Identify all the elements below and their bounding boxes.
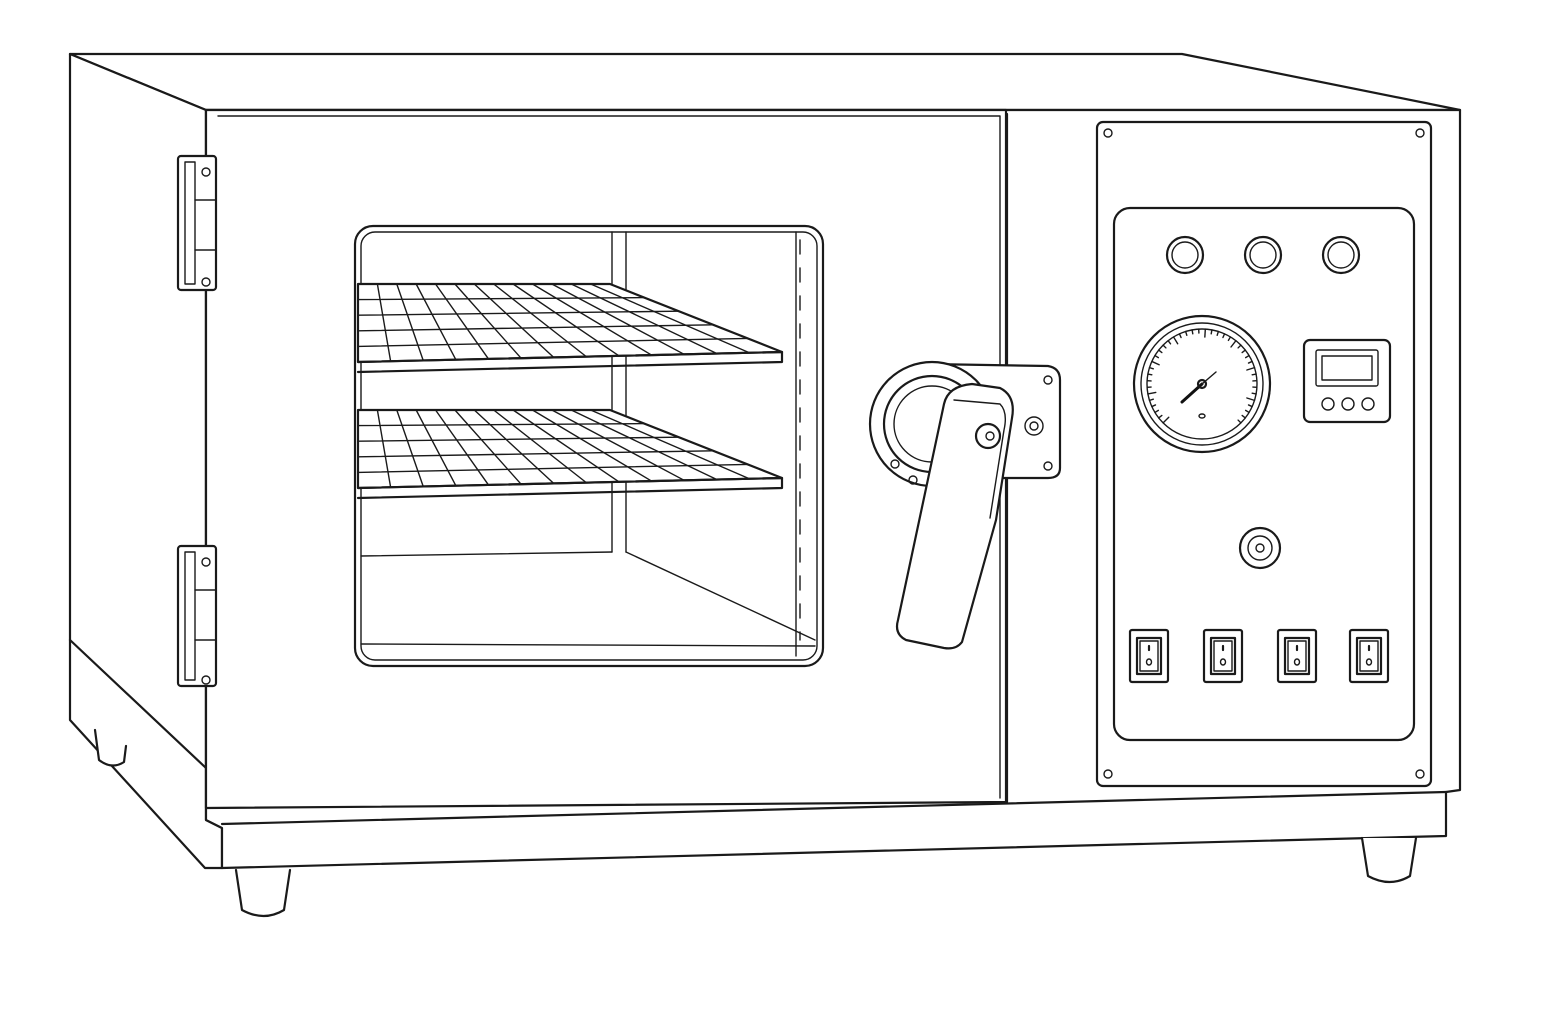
shelf-upper	[356, 282, 784, 374]
shelf-lower	[356, 408, 784, 500]
foot-front-right	[1360, 836, 1418, 884]
latch-lever	[895, 382, 1014, 650]
rocker-switch-3[interactable]	[1276, 628, 1318, 684]
indicator-light-3-icon	[1321, 235, 1361, 275]
indicator-lights	[1165, 235, 1361, 275]
controller-display	[1315, 349, 1379, 387]
rocker-switch-4[interactable]	[1348, 628, 1390, 684]
rocker-switch-1[interactable]	[1128, 628, 1170, 684]
cabinet-feet	[93, 728, 1418, 918]
rocker-switches	[1128, 628, 1390, 684]
oven-door[interactable]	[176, 108, 1062, 810]
hinge-top	[176, 154, 218, 292]
door-latch[interactable]	[868, 360, 1062, 650]
foot-back-left	[93, 728, 128, 767]
indicator-light-2-icon	[1243, 235, 1283, 275]
valve-knob[interactable]	[1238, 526, 1282, 570]
hinge-bottom	[176, 544, 218, 688]
controller-button-2[interactable]	[1341, 397, 1355, 411]
vacuum-gauge-icon	[1132, 314, 1272, 454]
rocker-switch-2[interactable]	[1202, 628, 1244, 684]
foot-front-left	[234, 868, 292, 918]
controller-button-3[interactable]	[1361, 397, 1375, 411]
controller-button-1[interactable]	[1321, 397, 1335, 411]
temperature-controller	[1302, 338, 1392, 424]
control-section	[1095, 120, 1433, 788]
indicator-light-1-icon	[1165, 235, 1205, 275]
